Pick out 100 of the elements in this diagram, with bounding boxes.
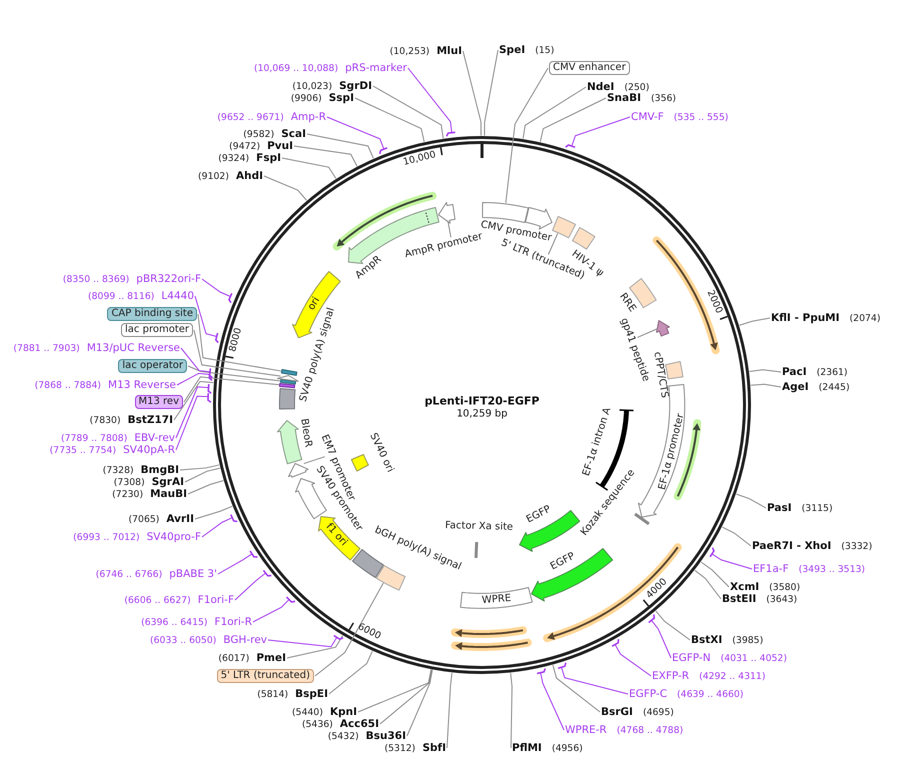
site-position: (5436) <box>302 718 333 730</box>
leader-line <box>268 634 344 648</box>
site-position: (250) <box>624 80 650 93</box>
enzyme-name: PaeR7I - XhoI <box>752 540 832 552</box>
site-position: (356) <box>651 92 676 104</box>
primer-name: WPRE-R <box>565 724 607 736</box>
leader-line <box>234 570 272 600</box>
leader-line <box>446 672 452 748</box>
leader-line <box>174 380 214 420</box>
leader-line <box>510 672 513 748</box>
leader-line <box>738 318 770 326</box>
leader-line <box>358 669 432 712</box>
leader-line <box>176 370 213 386</box>
primer-name: F1ori-F <box>198 594 234 606</box>
leader-line <box>176 383 212 438</box>
enzyme-name: PmeI <box>256 652 286 664</box>
primer-name: CMV-F <box>631 110 664 124</box>
primer-position: (7789 .. 7808) <box>60 432 128 444</box>
leader-line <box>557 662 628 694</box>
leader-line <box>484 50 498 136</box>
feature-label: EF-1α promoter <box>656 412 688 492</box>
enzyme-name: BstXI <box>691 634 722 646</box>
site-position: (7230) <box>112 488 144 500</box>
primer-position: (4292 .. 4311) <box>699 670 766 682</box>
site-position: (6017) <box>218 652 250 664</box>
leader-line <box>548 232 558 255</box>
leader-line <box>194 330 282 377</box>
leader-line <box>198 314 282 372</box>
site-position: (4695) <box>642 706 674 718</box>
enzyme-name: SbfI <box>422 742 446 754</box>
enzyme-name: XcmI <box>730 580 760 594</box>
site-position: (3115) <box>802 502 833 514</box>
primer-name: M13 Reverse <box>108 378 176 392</box>
leader-line <box>202 278 233 304</box>
primer-position: (8350 .. 8369) <box>62 272 130 286</box>
primer-name: EF1a-F <box>753 562 789 576</box>
site-position: (2445) <box>818 380 850 394</box>
leader-line <box>328 650 373 694</box>
primer-name: SV40pA-R <box>123 444 175 456</box>
feature-label: EF-1α intron A <box>580 406 613 478</box>
site-position: (7308) <box>114 476 145 488</box>
enzyme-name: BsrGI <box>601 706 633 718</box>
leader-line <box>748 369 782 372</box>
enzyme-name: MauBI <box>150 488 187 500</box>
primer-position: (10,069 .. 10,088) <box>254 62 338 74</box>
primer-name: M13/pUC Reverse <box>86 342 180 354</box>
leader-line <box>522 86 586 140</box>
leader-line <box>552 664 600 712</box>
leader-line <box>188 366 280 382</box>
leader-line <box>326 116 388 155</box>
leader-line <box>252 596 296 622</box>
primer-name: EGFP-N <box>672 652 711 664</box>
site-position: (5440) <box>292 706 323 718</box>
primer-position: (6396 .. 6415) <box>141 616 208 628</box>
leader-line <box>700 562 730 588</box>
primer-position: (8099 .. 8116) <box>88 290 154 302</box>
feature-tag: lac promoter <box>121 323 193 337</box>
site-position: (3643) <box>766 592 798 606</box>
site-position: (3332) <box>841 540 872 552</box>
leader-line <box>564 116 630 148</box>
leader-line <box>184 376 280 402</box>
leader-line <box>722 526 752 546</box>
primer-position: (3493 .. 3513) <box>798 562 866 576</box>
plasmid-name: pLenti-IFT20-EGFP <box>424 394 540 408</box>
enzyme-name: SgrDI <box>339 80 372 92</box>
leader-line <box>380 669 432 724</box>
enzyme-name: AgeI <box>782 380 809 394</box>
primer-name: EXFP-R <box>652 670 690 682</box>
primer-name: BGH-rev <box>223 634 267 646</box>
primer-position: (535 .. 555) <box>674 110 728 124</box>
enzyme-name: BstEII <box>722 592 756 606</box>
leader-line <box>406 669 433 736</box>
site-position: (5432) <box>328 730 359 742</box>
site-position: (4956) <box>552 742 583 754</box>
enzyme-name: Acc65I <box>340 718 379 730</box>
leader-line <box>180 464 220 470</box>
leader-line <box>750 384 782 388</box>
leader-line <box>372 86 444 139</box>
feature-label: BleoR <box>296 418 314 448</box>
primer-position: (4639 .. 4660) <box>677 688 744 700</box>
leader-line <box>648 614 672 658</box>
site-position: (7065) <box>128 512 160 526</box>
leader-line <box>540 98 606 142</box>
plasmid-size: 10,259 bp <box>456 408 508 420</box>
leader-line <box>180 348 214 379</box>
leader-line <box>655 610 690 640</box>
enzyme-name: PacI <box>782 366 807 378</box>
primer-position: (6606 .. 6627) <box>124 594 191 606</box>
leader-line <box>194 506 233 520</box>
enzyme-name: FspI <box>256 152 281 164</box>
scale-label: 8000 <box>228 326 246 354</box>
primer-position: (7881 .. 7903) <box>13 342 80 354</box>
site-position: (7328) <box>102 464 134 476</box>
site-position: (9102) <box>198 170 229 182</box>
leader-line <box>462 50 482 136</box>
feature-label: Factor Xa site <box>444 520 513 534</box>
primer-name: EBV-rev <box>134 432 175 444</box>
leader-line <box>354 98 425 142</box>
leader-line <box>636 328 658 338</box>
leader-line <box>218 550 258 574</box>
